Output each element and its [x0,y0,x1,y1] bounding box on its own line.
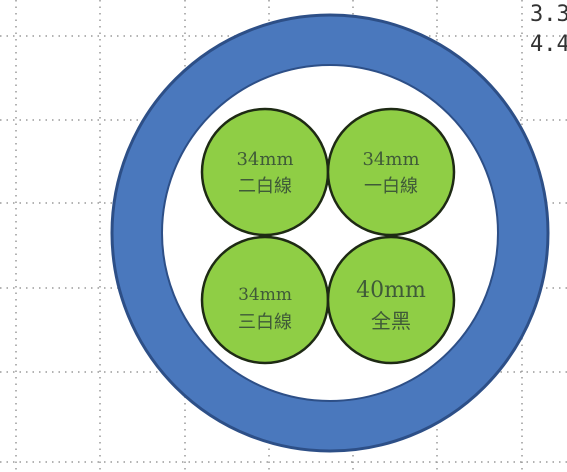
wire-bottom-left-label: 三白線 [238,312,292,333]
wire-top-left: 34mm 二白線 [200,107,330,237]
wire-top-right-circle [326,107,456,237]
corner-text-line-1: 3.3 [530,2,567,27]
wire-bottom-right-circle [326,235,456,365]
wire-bottom-left: 34mm 三白線 [200,235,330,365]
wire-top-right-label: 一白線 [364,176,418,197]
wire-top-right-size: 34mm [362,149,419,170]
wire-top-left-circle [200,107,330,237]
wire-bottom-right-label: 全黑 [371,309,411,333]
wire-bottom-right-size: 40mm [356,278,426,303]
wire-bottom-right: 40mm 全黑 [326,235,456,365]
wire-top-left-label: 二白線 [238,176,292,197]
wire-bottom-left-size: 34mm [238,285,292,305]
wire-top-left-size: 34mm [236,149,293,170]
wire-top-right: 34mm 一白線 [326,107,456,237]
corner-text-line-2: 4.4 [530,32,567,57]
inner-core-area [161,64,499,402]
